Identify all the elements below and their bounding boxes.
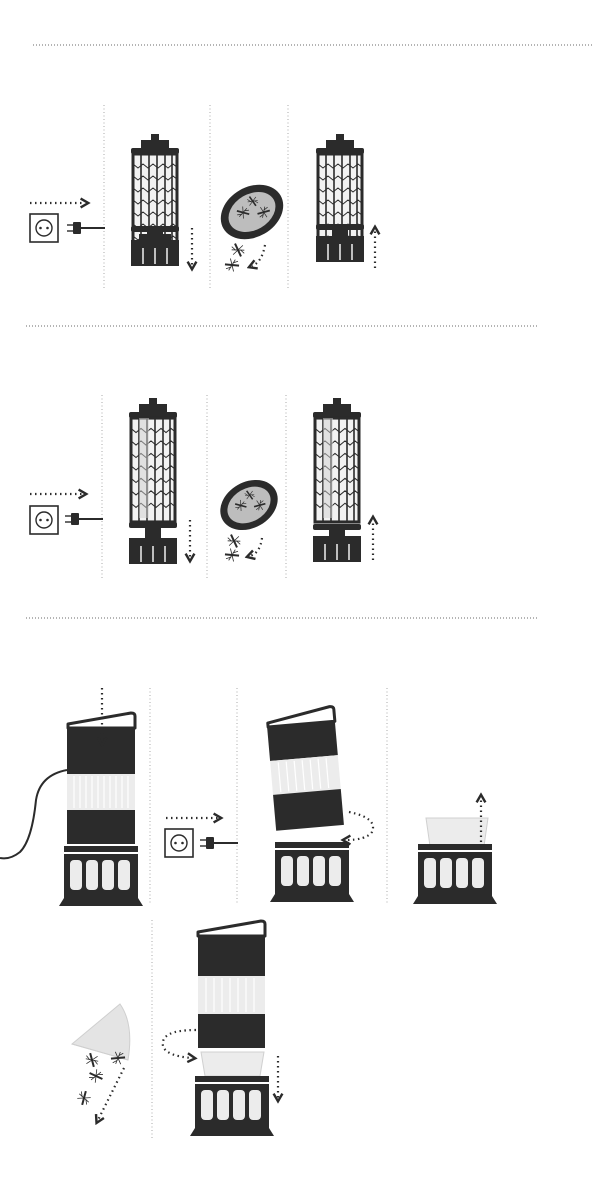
step-separators [150, 688, 387, 1138]
unplug-step [30, 494, 103, 534]
dotted-arrow-icon [252, 245, 265, 266]
collection-tray-icon [413, 818, 497, 904]
collection-tray-icon [211, 174, 293, 250]
mosquito-icon [75, 1089, 92, 1107]
mosquito-icon [223, 546, 241, 564]
dotted-arrow-icon [163, 1030, 196, 1058]
empty-tray-step [211, 470, 287, 564]
insect-trap-icon [0, 713, 143, 906]
mosquito-icon [225, 533, 242, 549]
plug-icon [67, 222, 105, 234]
collection-tray-icon [211, 470, 287, 540]
dotted-arrow-icon [250, 538, 262, 556]
mosquito-icon [83, 1051, 101, 1068]
mosquito-icon [229, 242, 246, 258]
power-socket-icon [165, 829, 193, 857]
empty-tray-step [211, 174, 293, 274]
insect-trap-icon [266, 706, 354, 902]
insect-trap-icon [316, 134, 364, 262]
insect-trap-icon [313, 398, 361, 562]
unplug-step [165, 818, 238, 857]
unplug-step [30, 203, 105, 242]
dotted-arrow-icon [346, 812, 373, 840]
empty-tray-step [72, 1004, 130, 1120]
insect-trap-icon [131, 134, 179, 266]
plug-icon [65, 513, 103, 525]
collection-tray-icon [72, 1004, 130, 1060]
mosquito-icon [87, 1068, 104, 1084]
power-cable [0, 770, 67, 858]
section-3 [0, 618, 538, 1138]
insect-trap-icon [190, 921, 274, 1136]
section-1 [30, 45, 594, 290]
dotted-arrow-icon [98, 1068, 124, 1120]
section-2 [26, 326, 538, 580]
power-socket-icon [30, 214, 58, 242]
mosquito-icon [223, 256, 241, 274]
plug-icon [200, 837, 238, 849]
power-socket-icon [30, 506, 58, 534]
insect-trap-icon [129, 398, 177, 564]
